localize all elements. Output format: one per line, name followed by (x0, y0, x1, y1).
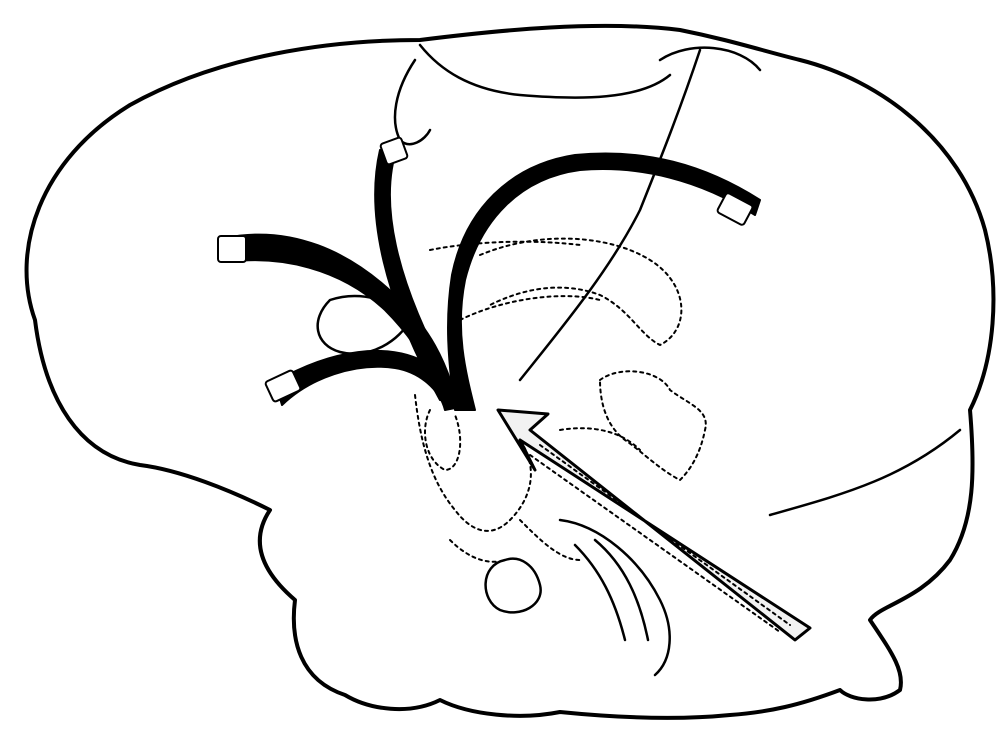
hemisphere-outline (27, 26, 994, 718)
pathway-end-frontal (218, 236, 246, 262)
